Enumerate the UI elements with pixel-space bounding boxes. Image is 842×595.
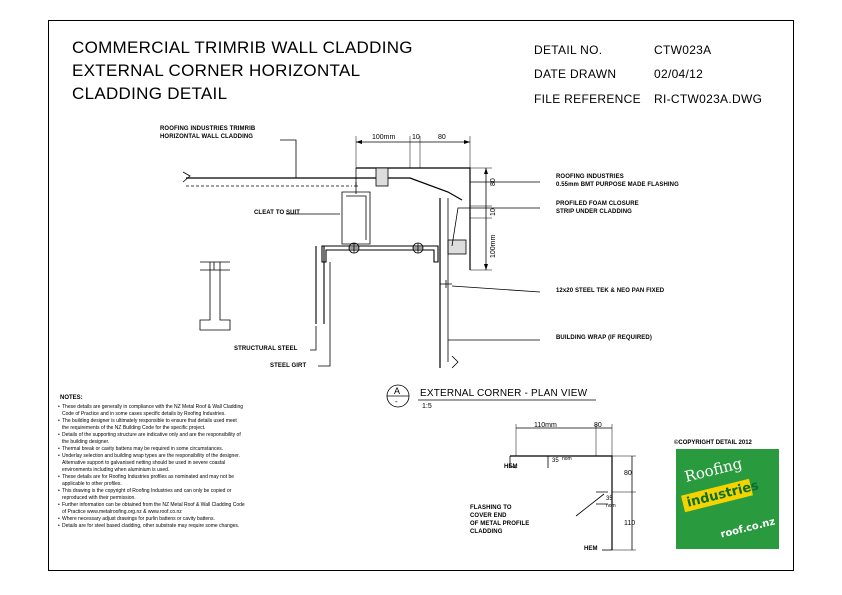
note-line: of Practice www.metalroofing.org.nz & ww… — [62, 509, 182, 515]
sheet-border — [48, 20, 794, 571]
plan-leader-flashing — [575, 493, 605, 517]
label-tek: 12x20 STEEL TEK & NEO PAN FIXED — [556, 288, 665, 294]
steel-girt — [321, 245, 439, 263]
cladding-top-line — [186, 177, 463, 201]
dim-10-top: 10 — [412, 134, 420, 141]
leader-structural-steel — [310, 326, 317, 351]
cleat-inner — [346, 195, 367, 240]
plan-flashing — [510, 455, 613, 550]
cleat-outline — [341, 191, 371, 245]
label-foam-2: STRIP UNDER CLADDING — [556, 209, 632, 215]
plan-dim-110mm: 110mm — [534, 422, 557, 429]
note-line: •Underlay selection and building wrap ty… — [58, 453, 240, 459]
note-line: Code of Practice and in some cases speci… — [62, 411, 226, 417]
note-line: Alternative support to galvanised nettin… — [62, 460, 226, 466]
title-line-2: EXTERNAL CORNER HORIZONTAL — [72, 61, 361, 80]
bolt-group — [348, 242, 424, 254]
plan-flash-label-1: FLASHING TO — [470, 505, 512, 511]
structural-steel-web — [315, 246, 325, 324]
foam-closure-top — [375, 167, 389, 187]
dim-100mm-side: 100mm — [490, 234, 497, 258]
file-reference-label: FILE REFERENCE — [534, 92, 641, 106]
plan-dim-35-nom-b: nom — [606, 503, 616, 509]
date-drawn-value: 02/04/12 — [654, 67, 704, 81]
plan-dim-80: 80 — [594, 422, 602, 429]
note-line: •Details are for steel based cladding, o… — [58, 523, 240, 529]
plan-dim-35-2 — [596, 491, 608, 505]
note-line: the building designer. — [62, 439, 110, 445]
leader-steel-girt — [318, 262, 331, 367]
screw-side — [440, 280, 452, 288]
leader-cladding — [280, 139, 297, 178]
plan-dim-35-b: 35 — [606, 496, 613, 502]
plan-dim-80-side: 80 — [624, 470, 632, 477]
note-line: •These details are for Roofing Industrie… — [58, 474, 235, 480]
label-cladding-2: HORIZONTAL WALL CLADDING — [160, 134, 254, 140]
note-line: •Where necessary adjust drawings for pur… — [58, 516, 215, 522]
label-flashing-2: 0.55mm BMT PURPOSE MADE FLASHING — [556, 182, 679, 188]
dim-80-top: 80 — [438, 134, 446, 141]
i-beam-flange — [200, 261, 230, 271]
dim-80-side: 80 — [490, 178, 497, 186]
plan-dim-ext-side — [612, 455, 636, 551]
note-line: •Thermal break or cavity battens may be … — [58, 446, 224, 452]
plan-dim-110-side: 110 — [624, 520, 636, 527]
plan-hem-2-label: HEM — [584, 546, 598, 552]
note-line: •The building designer is ultimately res… — [58, 418, 237, 424]
dim-ext-side — [470, 167, 492, 271]
label-cladding-1: ROOFING INDUSTRIES TRIMRIB — [160, 126, 256, 132]
plan-hem-1 — [509, 456, 517, 469]
leader-tek — [451, 285, 541, 293]
label-steel-girt: STEEL GIRT — [270, 363, 307, 369]
cladding-break-mark — [182, 171, 191, 183]
file-reference-value: RI-CTW023A.DWG — [654, 92, 763, 106]
foam-closure-side — [447, 239, 467, 255]
leader-foam — [451, 207, 540, 247]
plan-dim-35-nom-a: nom — [562, 456, 572, 462]
plan-hem-1-label: HEM — [504, 464, 518, 470]
detail-no-label: DETAIL NO. — [534, 43, 603, 57]
i-beam-section — [199, 262, 231, 331]
note-line: •These details are generally in complian… — [58, 404, 244, 410]
title-line-1: COMMERCIAL TRIMRIB WALL CLADDING — [72, 38, 413, 57]
label-flashing-1: ROOFING INDUSTRIES — [556, 174, 624, 180]
note-line: •Details of the supporting structure are… — [58, 432, 241, 438]
note-line: environments including when aluminium is… — [62, 467, 170, 473]
label-structural-steel: STRUCTURAL STEEL — [234, 346, 298, 352]
detail-no-value: CTW023A — [654, 43, 712, 57]
logo-word-roofing: Roofing — [682, 454, 744, 486]
note-line: •This drawing is the copyright of Roofin… — [58, 488, 232, 494]
dim-ext-top — [355, 136, 471, 168]
dim-10-side: 10 — [490, 208, 497, 216]
copyright-text: ©COPYRIGHT DETAIL 2012 — [674, 440, 752, 446]
logo-website: roof.co.nz — [719, 516, 777, 541]
note-line: the requirements of the NZ Building Code… — [62, 425, 206, 431]
roofing-industries-logo: Roofing industries roof.co.nz — [676, 449, 779, 549]
label-foam-1: PROFILED FOAM CLOSURE — [556, 201, 639, 207]
plan-flash-label-2: COVER END — [470, 513, 507, 519]
view-dash: - — [395, 397, 398, 406]
plan-dim-35-a: 35 — [552, 458, 559, 464]
plan-flash-label-4: CLADDING — [470, 529, 503, 535]
vertical-break-mark — [451, 355, 459, 369]
plan-flash-label-3: OF METAL PROFILE — [470, 521, 530, 527]
view-scale: 1:5 — [422, 403, 432, 410]
plan-dim-ext-top — [515, 424, 613, 456]
dim-100mm: 100mm — [372, 134, 396, 141]
notes-title: NOTES: — [60, 395, 83, 401]
label-wrap: BUILDING WRAP (IF REQUIRED) — [556, 335, 652, 341]
note-line: applicable to other profiles. — [62, 481, 122, 487]
label-cleat: CLEAT TO SUIT — [254, 210, 301, 216]
screw-top — [354, 182, 358, 194]
note-line: •Further information can be obtained fro… — [58, 502, 245, 508]
note-line: reproduced with their permission. — [62, 495, 136, 501]
flashing-outline — [356, 167, 471, 270]
view-letter: A — [394, 386, 401, 396]
title-line-3: CLADDING DETAIL — [72, 84, 228, 103]
date-drawn-label: DATE DRAWN — [534, 67, 617, 81]
view-title: EXTERNAL CORNER - PLAN VIEW — [420, 388, 588, 399]
